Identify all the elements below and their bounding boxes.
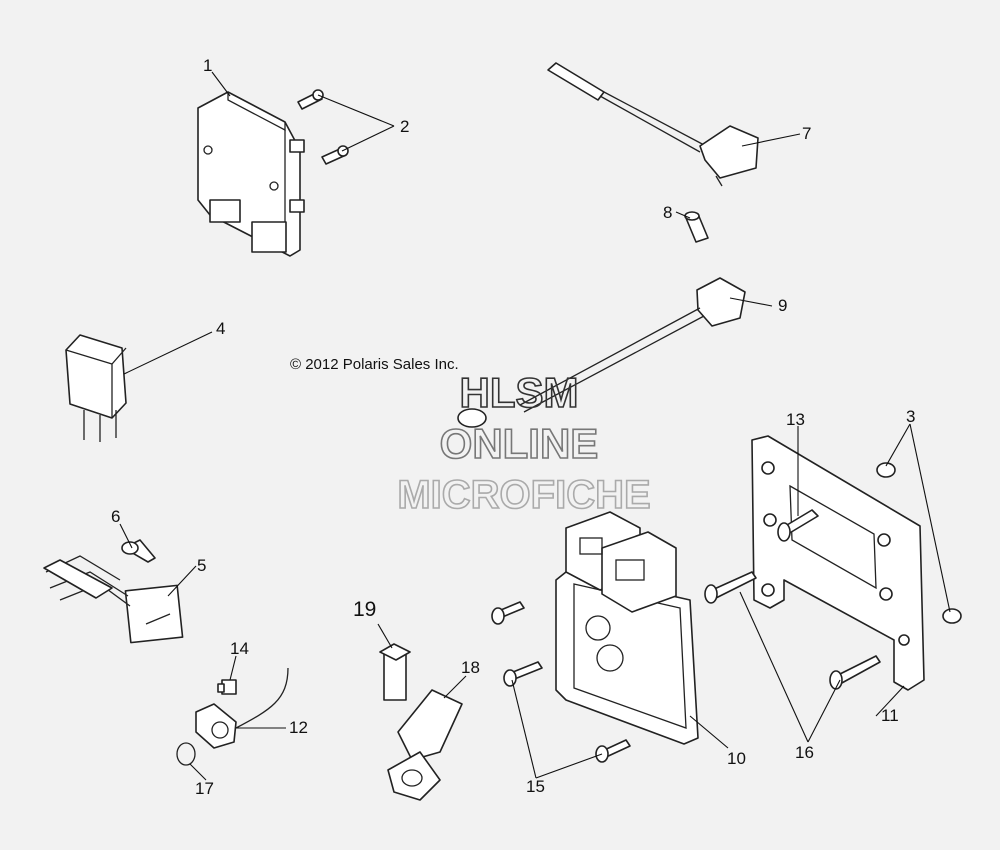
callout-4: 4 [216,319,225,338]
part-17-oring [176,742,196,766]
callout-14: 14 [230,639,249,658]
callout-1: 1 [203,56,212,75]
part-6-pin [121,539,156,563]
part-12-sensor [195,667,289,749]
part-9-sensor [457,277,746,428]
part-1-module [197,91,305,257]
watermark-line-3: MICROFICHE [397,473,650,517]
callout-5: 5 [197,556,206,575]
callout-18: 18 [461,658,480,677]
part-16-bolts [704,571,881,690]
part-4-relay [65,334,127,442]
watermark-line-2: ONLINE [440,420,599,467]
callout-16: 16 [795,743,814,762]
callout-13: 13 [786,410,805,429]
part-8-dowel [684,211,709,243]
part-14-fastener [217,679,237,695]
callout-labels: 1 2 3 4 5 6 7 8 9 10 11 12 13 14 15 16 1… [111,56,915,798]
callout-17: 17 [195,779,214,798]
callout-3: 3 [906,407,915,426]
callout-6: 6 [111,507,120,526]
watermark-line-1: HLSM [460,369,579,416]
callout-9: 9 [778,296,787,315]
part-18-sensor [387,689,463,801]
callout-12: 12 [289,718,308,737]
part-2-screws [297,89,349,165]
part-5-connector [43,555,184,644]
callout-8: 8 [663,203,672,222]
callout-19: 19 [353,598,376,621]
callout-15: 15 [526,777,545,796]
callout-2: 2 [400,117,409,136]
copyright-text: © 2012 Polaris Sales Inc. [290,356,459,373]
part-13-stud [777,509,819,542]
part-10-ecu [555,511,699,745]
part-19-bolt [379,643,411,701]
callout-7: 7 [802,124,811,143]
leader-lines [119,71,951,781]
part-11-bracket [751,435,925,691]
part-7-sensor [547,62,759,187]
part-15-screws [491,601,631,763]
callout-10: 10 [727,749,746,768]
callout-11: 11 [881,706,899,725]
part-3-nuts [876,462,962,624]
